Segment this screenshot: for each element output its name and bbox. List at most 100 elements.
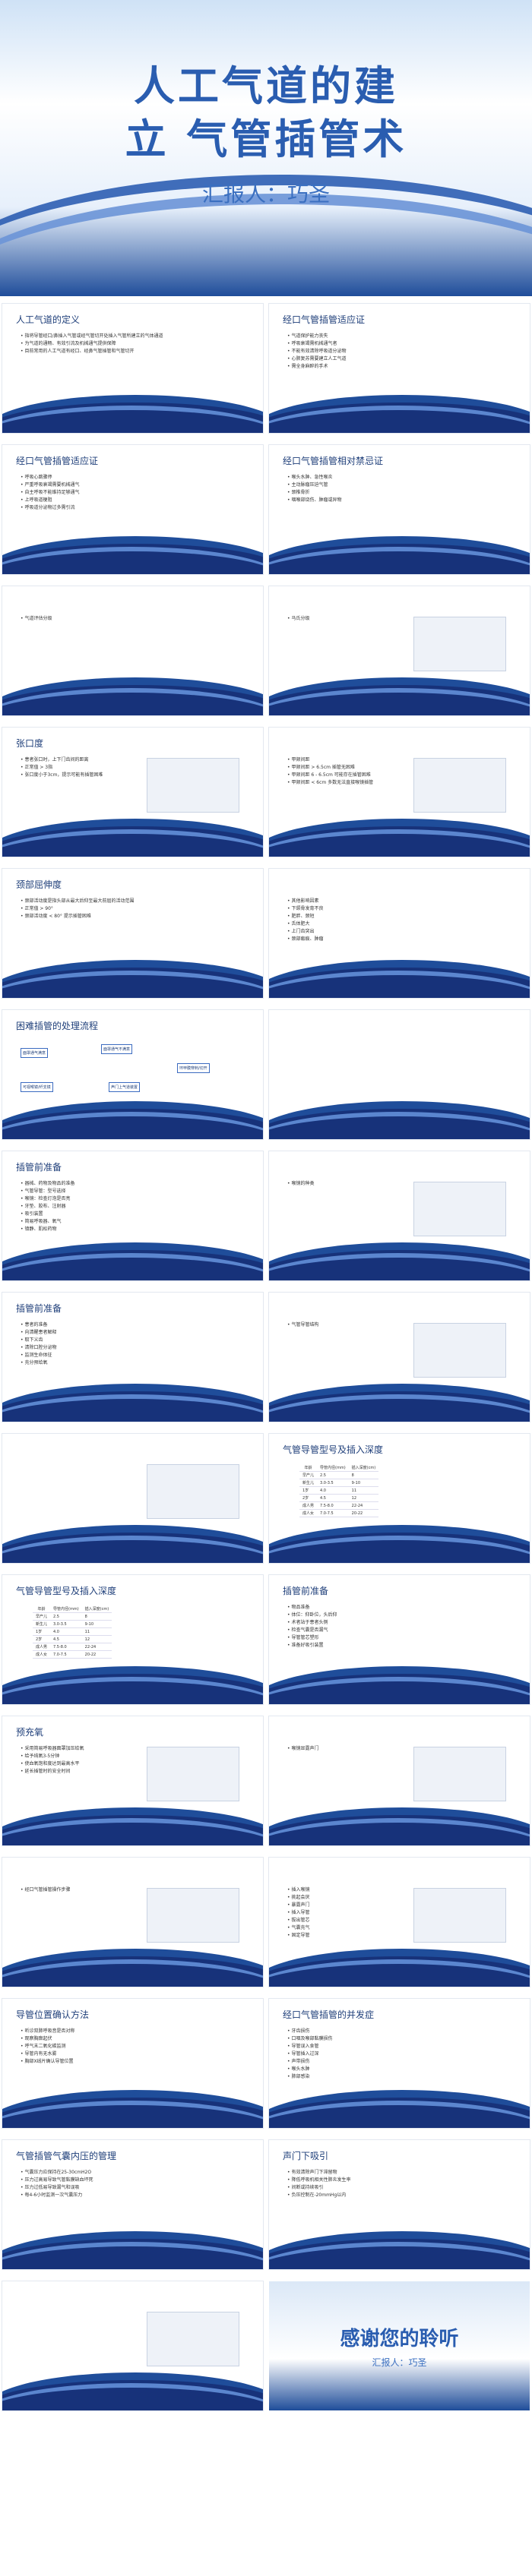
slide-wave-accent [269,1959,530,1987]
slide-wave-accent [269,1677,530,1704]
slide-bullet: • 简易呼吸器、氧气 [21,1219,62,1224]
slide-title: 插管前准备 [16,1303,62,1314]
slide-body: • 其他影响因素• 下颌骨发育不良• 肥胖、颈短• 舌体肥大• 上门齿突出• 颈… [287,898,500,943]
slide-bullet: • 呼吸道分泌物过多需引流 [21,505,75,510]
cover-title: 人工气道的建 立 气管插管术 [0,59,532,166]
slide-bullet: • 为气道的通畅、有效引流及机械通气提供保障 [21,341,116,346]
slide-title: 颈部屈伸度 [16,879,62,890]
table-cell: 9-10 [81,1620,112,1628]
illustration-image [413,758,506,813]
slide-bullet: • 经口气管插管操作步骤 [21,1887,71,1893]
slide-bullet: • 喉头水肿、急性喉炎 [287,475,333,480]
slide-thumbnail: 预充氧• 采用简易呼吸器面罩加压给氧• 给予纯氧3-5分钟• 使血氧饱和度达到最… [2,1716,263,1845]
slide-body: • 气囊压力应保持在25-30cmH2O• 压力过高易导致气管黏膜缺血坏死• 压… [21,2169,233,2199]
slide-title: 插管前准备 [16,1162,62,1173]
slide-bullet: • 主动脉瘤压迫气管 [287,482,328,488]
table-cell: 20-22 [348,1509,379,1517]
slide-wave-accent [2,829,263,857]
slide-wave-accent [269,406,530,433]
table-header-cell: 年龄 [33,1605,51,1613]
illustration-image [413,617,506,671]
slide-thumbnail [269,1010,530,1139]
slide-bullet: • 甲颏间距 < 6cm 多数无法直接喉镜插管 [287,780,374,785]
slide-bullet: • 负压控制在-20mmHg以内 [287,2192,347,2198]
slide-wave-accent [2,688,263,715]
slide-bullet: • 马氏分级 [287,616,310,621]
table-cell: 2岁 [299,1494,318,1502]
slide-bullet: • 气囊压力应保持在25-30cmH2O [21,2170,92,2175]
slide-thumbnail: • 其他影响因素• 下颌骨发育不良• 肥胖、颈短• 舌体肥大• 上门齿突出• 颈… [269,869,530,998]
slide-title: 经口气管插管适应证 [283,314,366,325]
table-cell: 7.0-7.5 [317,1509,349,1517]
slide-bullet: • 每4-6小时监测一次气囊压力 [21,2192,83,2198]
table-cell: 22-24 [81,1643,112,1651]
slide-bullet: • 术者站于患者头侧 [287,1620,328,1625]
slide-bullet: • 颈部活动度是指头部从最大后仰至最大前屈的活动范围 [21,898,135,904]
slide-bullet: • 牙齿损伤 [287,2028,310,2034]
table-cell: 成人男 [33,1643,51,1651]
slide-thumbnail: 声门下吸引• 有效清除声门下滞留物• 降低呼吸机相关性肺炎发生率• 间断或持续吸… [269,2140,530,2269]
slide-wave-accent [2,971,263,998]
slide-wave-accent [2,2101,263,2128]
slide-body: • 听诊双肺呼吸音是否对称• 观察胸廓起伏• 呼气末二氧化碳监测• 导管内有无水… [21,2028,233,2066]
slide-bullet: • 导管插入过深 [287,2051,319,2057]
slide-wave-accent [2,1818,263,1845]
slide-bullet: • 胸部X线片确认导管位置 [21,2059,74,2064]
table-cell: 早产儿 [299,1471,318,1479]
slide-body: • 采用简易呼吸器面罩加压给氧• 给予纯氧3-5分钟• 使血氧饱和度达到最高水平… [21,1745,233,1776]
table-cell: 3.0-3.5 [317,1479,349,1487]
slide-bullet: • 目前常用的人工气道有经口、经鼻气管插管和气管切开 [21,349,135,354]
slide-bullet: • 延长插管时的安全时间 [21,1769,71,1774]
table-cell: 2.5 [317,1471,349,1479]
slide-title: 经口气管插管相对禁忌证 [283,456,384,466]
table-cell: 成人女 [33,1650,51,1659]
slide-body: • 患者的准备• 向清醒患者解释• 取下义齿• 清除口腔分泌物• 监测生命体征•… [21,1321,233,1367]
slide-title: 人工气道的定义 [16,314,81,325]
slide-bullet: • 向清醒患者解释 [21,1330,57,1335]
slide-body: • 牙齿损伤• 口咽及喉部黏膜损伤• 导管误入食管• 导管插入过深• 声带损伤•… [287,2028,500,2081]
slide-thumbnail: 经口气管插管适应证• 气道保护能力丧失• 呼吸衰竭需机械通气者• 不能有效清除呼… [269,304,530,433]
slide-bullet: • 张口度小于3cm，提示可能有插管困难 [21,772,103,778]
slide-bullet: • 检查气囊是否漏气 [287,1627,328,1633]
slide-bullet: • 牙垫、胶布、注射器 [21,1204,66,1209]
slide-thumbnail: • 气道评估分级 [2,586,263,715]
slide-bullet: • 监测生命体征 [21,1353,52,1358]
slide-wave-accent [269,1536,530,1563]
table-cell: 11 [348,1486,379,1495]
table-header-cell: 年龄 [299,1464,318,1472]
flowchart-box: 可视喉镜/纤支镜 [21,1082,53,1092]
table-cell: 新生儿 [33,1620,51,1628]
table-cell: 3.0-3.5 [50,1620,82,1628]
slide-thumbnail: 插管前准备• 物品准备• 体位：仰卧位，头后仰• 术者站于患者头侧• 检查气囊是… [269,1575,530,1704]
slide-thumbnail: • 气管导管结构 [269,1293,530,1422]
slide-bullet: • 口咽及喉部黏膜损伤 [287,2036,333,2041]
slide-wave-accent [2,1536,263,1563]
slide-bullet: • 呼气末二氧化碳监测 [21,2044,66,2049]
slide-bullet: • 充分预给氧 [21,1360,48,1365]
slide-row: 插管前准备• 器械、药物及物品的准备• 气管导管：型号选择• 喉镜：检查灯泡是否… [0,1145,532,1286]
slide-bullet: • 气管导管结构 [287,1322,319,1327]
slide-bullet: • 压力过高易导致气管黏膜缺血坏死 [21,2177,93,2183]
slide-thumbnail: 经口气管插管适应证• 呼吸心跳骤停• 严重呼吸衰竭需要机械通气• 自主呼吸不能维… [2,445,263,574]
table-cell: 成人女 [299,1509,318,1517]
slide-row: 经口气管插管适应证• 呼吸心跳骤停• 严重呼吸衰竭需要机械通气• 自主呼吸不能维… [0,439,532,580]
slide-wave-accent [2,406,263,433]
ending-reporter: 汇报人：巧圣 [372,2357,427,2368]
slide-row: 颈部屈伸度• 颈部活动度是指头部从最大后仰至最大前屈的活动范围• 正常值 > 9… [0,863,532,1004]
table-header-cell: 插入深度(cm) [348,1464,379,1472]
slide-bullet: • 导管内有无水雾 [21,2051,57,2057]
slide-body: • 患者张口时，上下门齿间的距离• 正常值 > 3指• 张口度小于3cm，提示可… [21,756,233,779]
slide-wave-accent [269,2242,530,2269]
slide-row: 导管位置确认方法• 听诊双肺呼吸音是否对称• 观察胸廓起伏• 呼气末二氧化碳监测… [0,1993,532,2134]
ending-title: 感谢您的聆听 [340,2328,459,2350]
slide-wave-accent [269,1112,530,1139]
slide-bullet: • 固定导管 [287,1933,310,1938]
table-cell: 20-22 [81,1650,112,1659]
slide-bullet: • 喉镜的种类 [287,1181,315,1186]
table-cell: 8 [81,1612,112,1621]
table-cell: 9-10 [348,1479,379,1487]
slide-bullet: • 挑起会厌 [287,1895,310,1900]
